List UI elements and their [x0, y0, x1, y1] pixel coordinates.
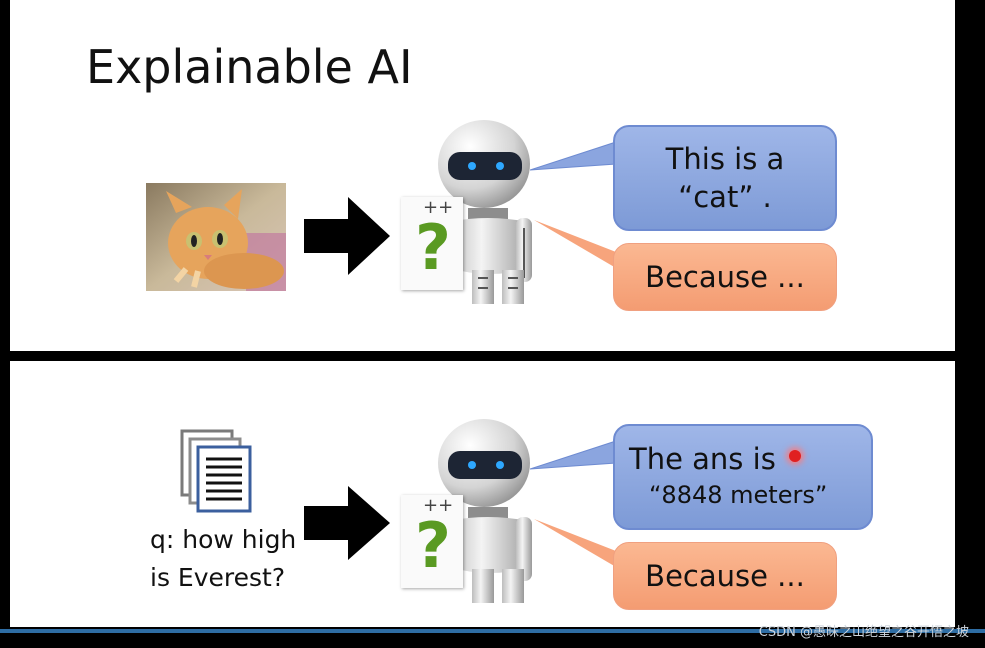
- question-line-1: q: how high: [150, 525, 297, 554]
- cat-photo: [146, 183, 286, 291]
- answer-line-2: “cat” .: [678, 180, 772, 214]
- question-text: q: how high is Everest?: [150, 521, 296, 597]
- slide-bottom: q: how high is Everest? ++ ? The a: [10, 361, 955, 627]
- robot-icon: [438, 419, 532, 603]
- robot-icon: [438, 120, 532, 304]
- right-arrow-icon: [304, 197, 390, 275]
- reason-text: Because ...: [645, 260, 805, 294]
- answer-bubble: This is a “cat” .: [613, 125, 837, 231]
- document-stack-icon: [180, 429, 252, 513]
- answer-line-2: “8848 meters”: [649, 481, 828, 509]
- bubble-tails: [530, 440, 617, 567]
- reason-bubble: Because ...: [613, 243, 837, 311]
- reason-bubble: Because ...: [613, 542, 837, 610]
- right-arrow-icon: [304, 486, 390, 560]
- laser-pointer: [789, 450, 801, 462]
- answer-line-1: This is a: [665, 142, 785, 176]
- answer-line-1: The ans is: [629, 442, 776, 476]
- card-symbol: ++: [423, 197, 454, 218]
- card-symbol: ++: [423, 495, 454, 516]
- watermark: CSDN @愚昧之山绝望之谷开悟之坡: [758, 625, 969, 640]
- reason-text: Because ...: [645, 559, 805, 593]
- answer-bubble: The ans is “8848 meters”: [613, 424, 873, 530]
- question-line-2: is Everest?: [150, 563, 286, 592]
- question-card: ++ ?: [401, 495, 463, 588]
- question-mark-icon: ?: [415, 509, 451, 582]
- question-mark-icon: ?: [415, 211, 451, 284]
- accent-bar: [0, 629, 985, 633]
- slide-title: Explainable AI: [86, 40, 413, 94]
- slide-top: Explainable AI: [10, 0, 955, 351]
- question-card: ++ ?: [401, 197, 463, 290]
